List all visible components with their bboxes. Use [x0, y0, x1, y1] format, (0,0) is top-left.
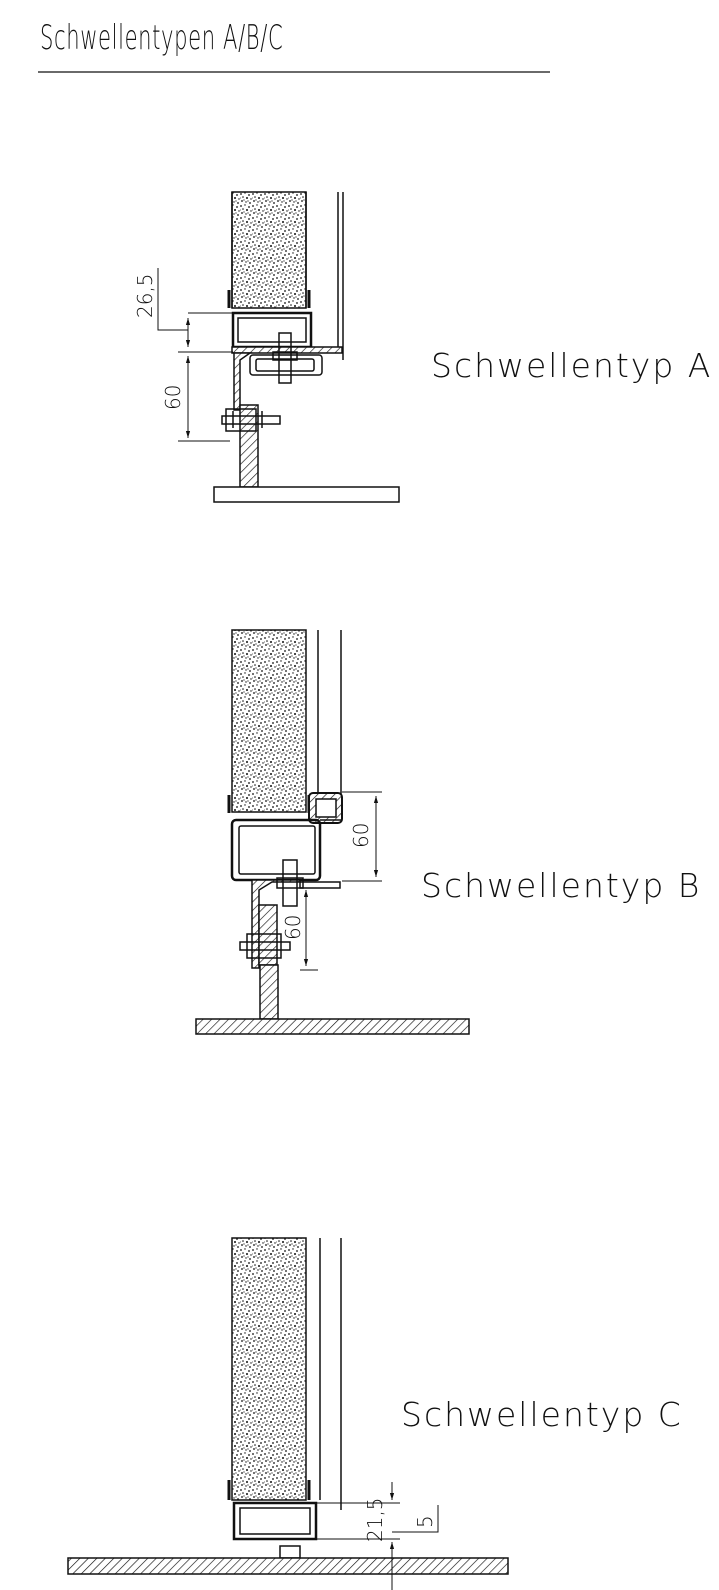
- section-a-dim-top: 26,5: [133, 273, 157, 318]
- section-c-dim-height: 21,5: [363, 1497, 387, 1542]
- section-c-panel-foam: [231, 1237, 307, 1501]
- section-b-post-block: [258, 904, 278, 966]
- section-a-panel-foam: [231, 191, 307, 309]
- sheet-title: Schwellentypen A/B/C: [40, 18, 284, 58]
- section-c-base-plate: [67, 1557, 509, 1575]
- section-c-profile: [232, 1501, 318, 1541]
- section-b-label: Schwellentyp B: [421, 866, 702, 905]
- section-b-dim-bottom: 60: [281, 915, 305, 940]
- section-b-drawing: [195, 629, 470, 1035]
- section-b-dim-side: 60: [349, 823, 373, 848]
- section-b-angle-bracket: [251, 879, 301, 969]
- section-a-flat-bar: [231, 346, 343, 354]
- section-a-drawing: [157, 191, 400, 503]
- section-b-post: [259, 964, 279, 1020]
- section-a-label: Schwellentyp A: [431, 346, 713, 385]
- section-c-label: Schwellentyp C: [401, 1395, 683, 1434]
- section-a-base-plate: [213, 486, 400, 503]
- section-b-panel-foam: [231, 629, 307, 813]
- section-a-dim-side: 60: [161, 385, 185, 410]
- section-b-profile: [230, 818, 322, 882]
- section-c-dim-gap: 5: [413, 1515, 437, 1528]
- section-a-angle-bracket: [233, 352, 253, 411]
- section-b-base-plate: [195, 1018, 470, 1035]
- section-c-drawing: [67, 1237, 509, 1590]
